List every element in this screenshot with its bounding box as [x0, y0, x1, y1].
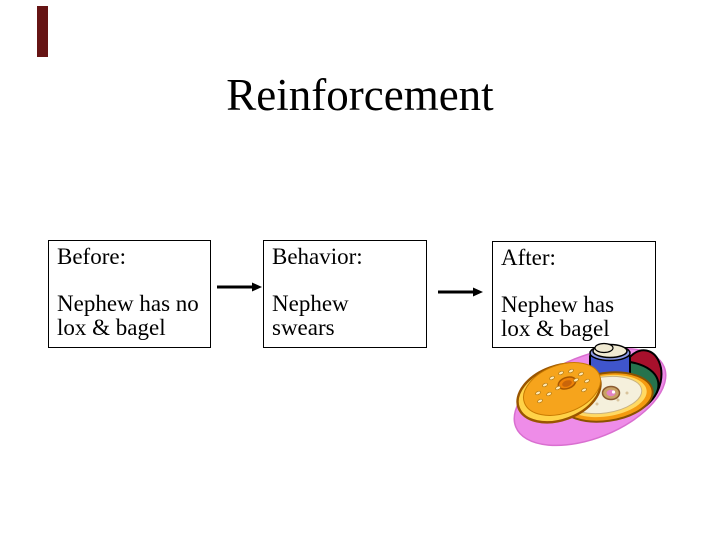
before-line-1: Nephew has no [57, 291, 199, 316]
slide-title: Reinforcement [226, 70, 494, 120]
sesame-seeds [535, 368, 590, 404]
after-line-1: Nephew has [501, 292, 615, 317]
behavior-line-1: Nephew [272, 291, 349, 316]
bagel-hole-ring [601, 385, 621, 401]
behavior-heading: Behavior: [272, 244, 363, 269]
pink-shadow-ellipse [513, 347, 667, 447]
accent-bar [37, 6, 48, 57]
after-line-2: lox & bagel [501, 316, 610, 341]
before-body: Nephew has no lox & bagel [57, 292, 202, 340]
cream-cheese-cup [589, 342, 631, 386]
after-body: Nephew has lox & bagel [501, 293, 647, 341]
bagel-bottom-half [558, 371, 654, 423]
bagel-top-hole [557, 376, 577, 390]
bagel-clipart-image [513, 342, 667, 447]
after-heading: After: [501, 245, 556, 270]
behavior-line-2: swears [272, 315, 335, 340]
arrow-icon [217, 282, 262, 292]
arrow-icon [438, 287, 483, 297]
before-heading: Before: [57, 244, 126, 269]
before-box: Before: Nephew has no lox & bagel [48, 240, 211, 348]
bagel-top-half [516, 362, 602, 424]
before-line-2: lox & bagel [57, 315, 166, 340]
behavior-box: Behavior: Nephew swears [263, 240, 427, 348]
after-box: After: Nephew has lox & bagel [492, 241, 656, 348]
crimson-blob [619, 349, 663, 407]
green-plate [554, 360, 660, 422]
behavior-body: Nephew swears [272, 292, 418, 340]
lox-center [606, 389, 616, 397]
